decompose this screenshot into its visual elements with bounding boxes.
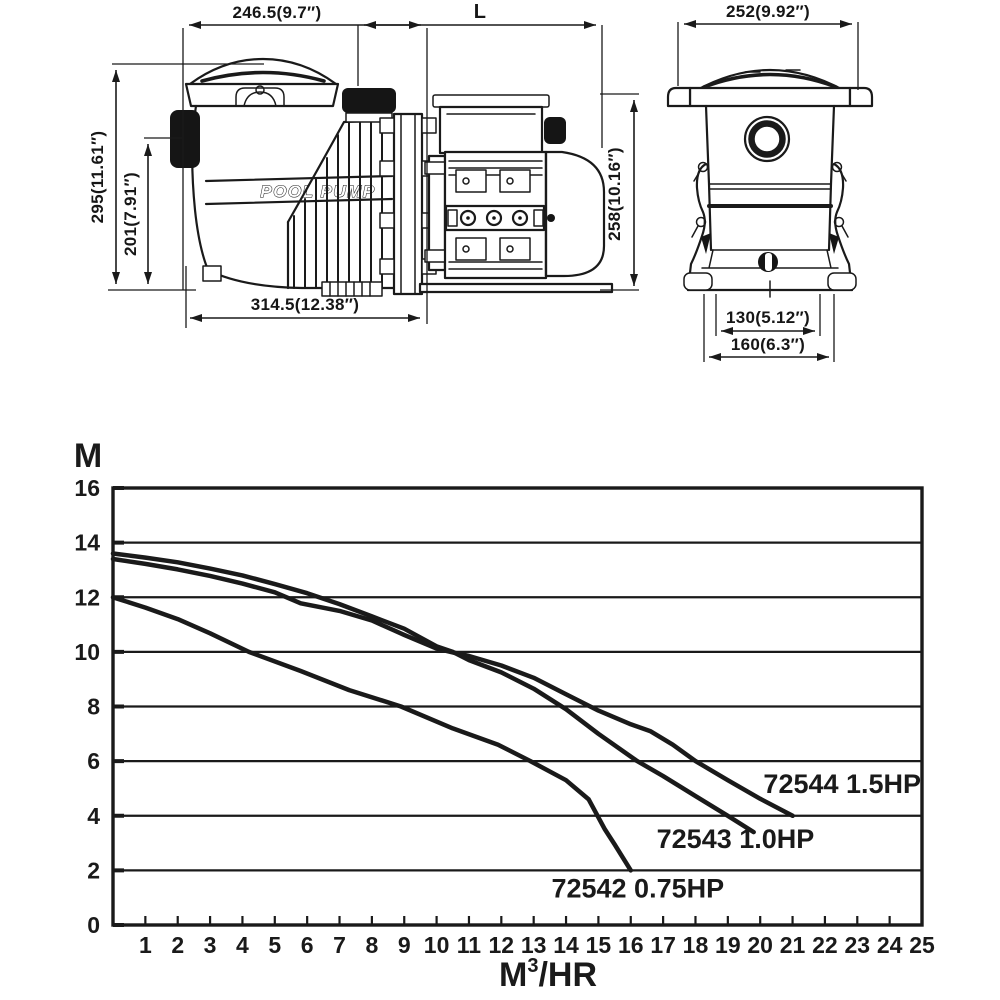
front-body [704, 104, 836, 252]
x-tick-label: 24 [877, 932, 903, 958]
x-tick-label: 16 [618, 932, 644, 958]
cable-gland [544, 117, 566, 144]
x-tick-label: 10 [424, 932, 450, 958]
pump-side-view: POOL PUMP [170, 57, 614, 297]
discharge-port-black [342, 88, 396, 113]
curve-label: 72542 0.75HP [551, 874, 724, 904]
x-tick-label: 19 [715, 932, 741, 958]
dim-motor-height: 258(10.16″) [605, 147, 624, 241]
dim-height-overall: 295(11.61″) [88, 131, 107, 224]
y-tick-label: 6 [87, 748, 100, 774]
plot-frame [111, 486, 924, 927]
x-tick-label: 7 [333, 932, 346, 958]
diffuser-ribs [286, 118, 396, 290]
x-tick-label: 21 [780, 932, 806, 958]
y-tick-label: 16 [74, 475, 100, 501]
x-tick-label: 22 [812, 932, 838, 958]
x-tick-label: 4 [236, 932, 249, 958]
curve-label: 72543 1.0HP [657, 824, 815, 854]
drain-plug [758, 252, 778, 272]
front-base [683, 249, 857, 298]
x-tick-label: 3 [204, 932, 217, 958]
y-tick-label: 10 [74, 639, 100, 665]
y-tick-label: 8 [87, 694, 100, 720]
dim-height-inner: 201(7.91″) [121, 172, 140, 256]
dim-width-top-front: 252(9.92″) [726, 2, 810, 21]
pump-curve [110, 595, 634, 873]
dimension-annotations: 246.5(9.7″) L 295(11.61″) 201(7.91″) 314… [88, 1, 859, 362]
dim-base-outer: 160(6.3″) [731, 335, 805, 354]
motor-body [424, 150, 548, 280]
strainer-pot [191, 104, 396, 290]
x-tick-label: 18 [683, 932, 709, 958]
y-tick-label: 4 [87, 803, 100, 829]
strainer-lid [184, 57, 340, 108]
x-tick-label: 12 [489, 932, 515, 958]
pump-curve [110, 551, 756, 835]
motor-base [321, 277, 614, 297]
y-tick-label: 14 [74, 530, 100, 556]
x-tick-label: 9 [398, 932, 411, 958]
x-tick-label: 5 [268, 932, 281, 958]
x-tick-label: 8 [365, 932, 378, 958]
x-tick-label: 14 [553, 932, 579, 958]
x-axis-title: M3/HR [499, 955, 597, 994]
fan-cover [544, 150, 606, 278]
front-dome-lid [666, 69, 874, 108]
dim-width-top-side: 246.5(9.7″) [233, 3, 322, 22]
y-tick-label: 0 [87, 912, 100, 938]
curve-label: 72544 1.5HP [763, 769, 921, 799]
x-tick-label: 13 [521, 932, 547, 958]
x-tick-label: 17 [650, 932, 676, 958]
y-tick-label: 12 [74, 584, 100, 610]
x-tick-label: 20 [747, 932, 773, 958]
x-tick-label: 2 [171, 932, 184, 958]
terminal-box [432, 94, 550, 155]
inlet-port-black [170, 110, 200, 168]
x-tick-label: 25 [909, 932, 935, 958]
x-tick-label: 1 [139, 932, 152, 958]
y-tick-label: 2 [87, 857, 100, 883]
dim-width-bottom: 314.5(12.38″) [251, 295, 359, 314]
dim-base-inner: 130(5.12″) [726, 308, 810, 327]
x-tick-label: 23 [844, 932, 870, 958]
pump-front-view [666, 69, 874, 298]
x-tick-label: 6 [301, 932, 314, 958]
x-tick-label: 15 [586, 932, 612, 958]
dim-length-L: L [474, 1, 487, 23]
x-tick-label: 11 [457, 932, 482, 958]
side-clamps [686, 161, 854, 292]
y-axis-title: M [74, 437, 102, 475]
pump-body-label: POOL PUMP [260, 182, 375, 201]
porthole [743, 115, 791, 163]
